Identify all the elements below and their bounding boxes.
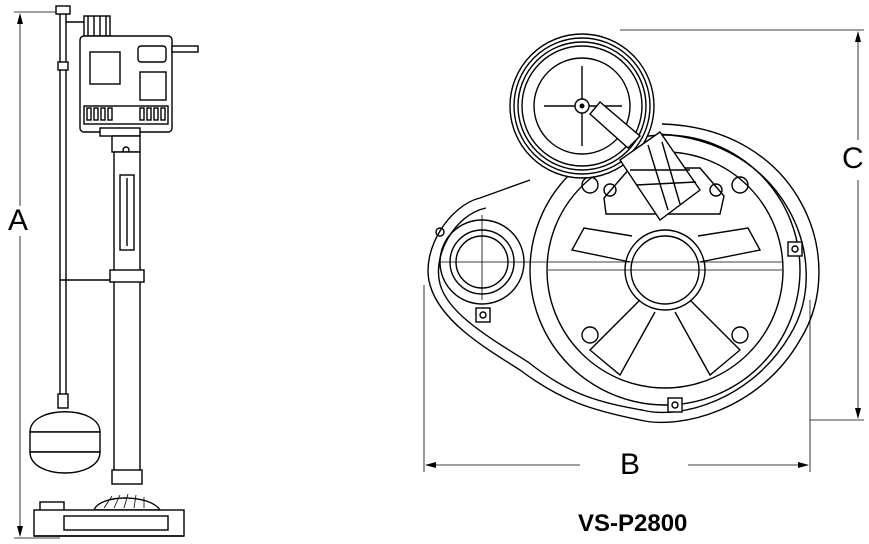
pump-top-view (423, 29, 864, 472)
float-disc (509, 33, 655, 179)
float-ball (29, 393, 101, 474)
body-outline (427, 123, 820, 424)
discharge-port (435, 215, 548, 305)
dimension-line-a (14, 11, 60, 539)
dimension-line-b (423, 285, 811, 472)
dimension-line-c (620, 29, 864, 421)
pump-column (109, 135, 145, 485)
model-number: VS-P2800 (578, 510, 688, 537)
pump-motor (66, 15, 199, 137)
pump-base (33, 493, 185, 537)
dimension-b-label: B (616, 450, 645, 480)
dimension-a-label: A (4, 206, 33, 236)
pump-side-view (14, 5, 199, 539)
dimension-c-label: C (838, 144, 868, 174)
housing (475, 134, 803, 413)
float-switch-arm (589, 101, 701, 222)
